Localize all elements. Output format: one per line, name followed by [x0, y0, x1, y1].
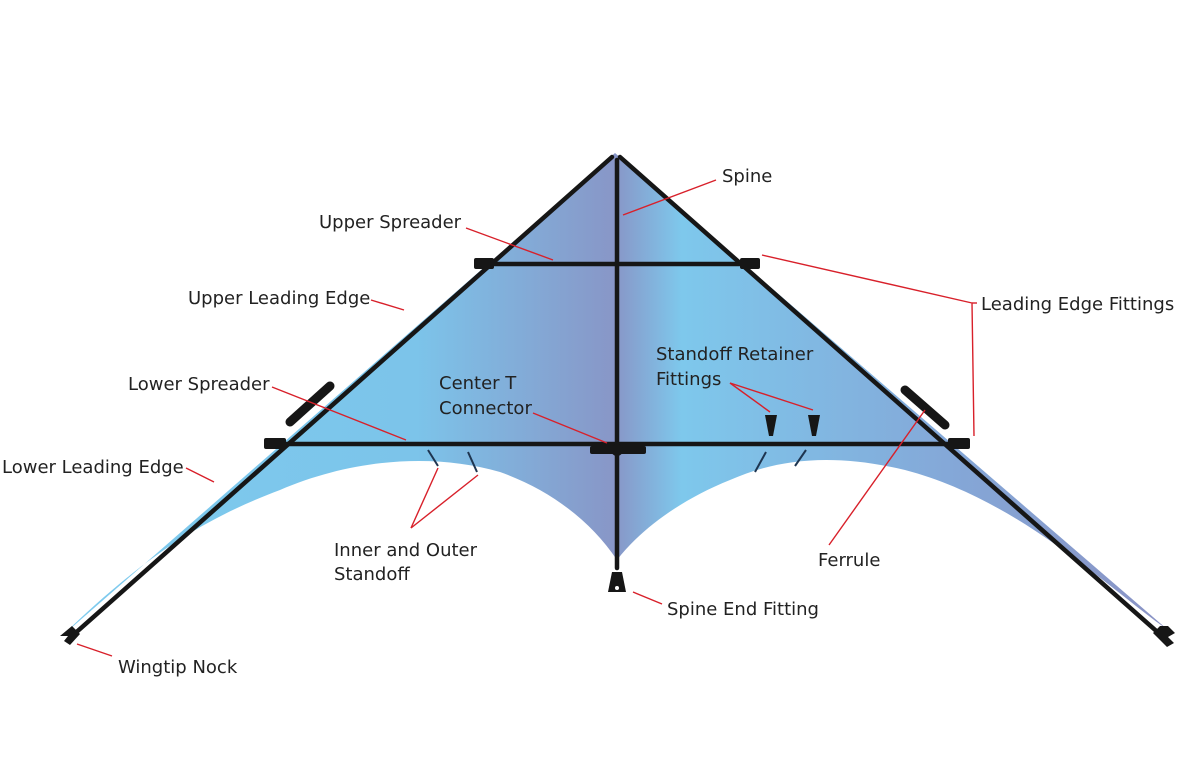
lower-left-leading-edge-fitting — [264, 438, 286, 449]
left-wingtip-nock — [60, 626, 80, 645]
left-standoff-retainer — [765, 415, 777, 436]
label-upper-spreader: Upper Spreader — [319, 212, 462, 233]
fittings — [60, 258, 1175, 647]
leader-lines — [76, 179, 977, 657]
label-spine-end-fitting: Spine End Fitting — [667, 599, 819, 620]
right-inner-standoff — [754, 451, 767, 473]
spine-end-fitting-leader — [632, 591, 663, 605]
right-ferrule — [900, 385, 950, 430]
label-lower-spreader: Lower Spreader — [128, 374, 270, 395]
outer-standoff-leader — [410, 474, 479, 529]
label-ferrule: Ferrule — [818, 550, 880, 571]
label-inner-outer-line2: Standoff — [334, 564, 410, 585]
center-t-leader — [532, 412, 608, 444]
right-wingtip-nock — [1153, 626, 1175, 647]
spine-end-hole — [615, 586, 619, 590]
label-center-t-line2: Connector — [439, 398, 532, 419]
label-spine: Spine — [722, 166, 772, 187]
label-wingtip-nock: Wingtip Nock — [118, 657, 238, 678]
right-leading-edge-spar — [617, 154, 1165, 639]
ferrule-leader — [828, 409, 926, 546]
standoff-retainer-leader-left — [729, 382, 771, 413]
upper-left-leading-edge-fitting — [474, 258, 494, 269]
upper-spreader-leader — [465, 227, 554, 261]
upper-leading-edge-leader — [370, 299, 405, 311]
lower-right-leading-edge-fitting — [948, 438, 970, 449]
label-inner-outer-line1: Inner and Outer — [334, 540, 478, 561]
label-leading-edge-fittings: Leading Edge Fittings — [981, 294, 1174, 315]
lower-spreader-leader — [271, 386, 407, 441]
label-center-t-line1: Center T — [439, 373, 517, 394]
label-upper-leading-edge: Upper Leading Edge — [188, 288, 370, 309]
center-t-hub — [611, 444, 623, 456]
wingtip-nock-leader — [76, 643, 113, 657]
left-inner-standoff — [427, 449, 439, 467]
label-standoff-retainer-line2: Fittings — [656, 369, 721, 390]
left-ferrule — [285, 381, 335, 427]
left-outer-standoff — [467, 451, 478, 473]
spine-leader — [622, 179, 717, 216]
right-standoff-retainer — [808, 415, 820, 436]
inner-standoff-leader — [410, 467, 439, 529]
standoff-retainer-leader-right — [729, 382, 814, 411]
upper-right-leading-edge-fitting — [740, 258, 760, 269]
label-lower-leading-edge: Lower Leading Edge — [2, 457, 184, 478]
spine-end-fitting — [608, 572, 626, 592]
right-outer-standoff — [794, 449, 807, 467]
label-standoff-retainer-line1: Standoff Retainer — [656, 344, 814, 365]
labels: Spine Upper Spreader Upper Leading Edge … — [2, 166, 1174, 678]
left-leading-edge-spar — [69, 154, 615, 639]
lower-leading-edge-leader — [185, 467, 215, 483]
